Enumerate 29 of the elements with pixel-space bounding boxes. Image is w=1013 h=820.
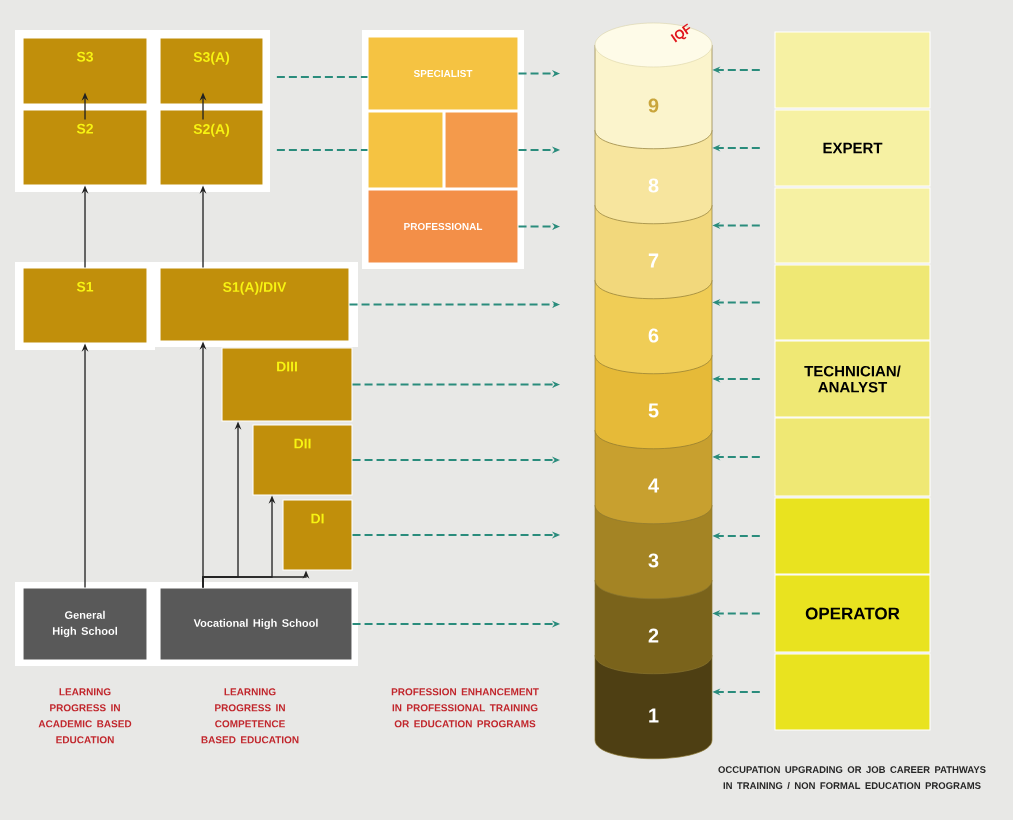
level-box: S1(A)/DIV <box>159 267 350 342</box>
caption: LEARNING PROGRESS IN COMPETENCE BASED EDUCATION <box>201 688 299 744</box>
empty-box <box>774 264 931 341</box>
empty-box <box>774 31 931 109</box>
level-box: S3(A) <box>159 37 264 105</box>
empty-box <box>774 497 931 575</box>
empty-box <box>774 417 931 497</box>
occupation-cell: OPERATOR <box>774 574 931 653</box>
empty-box <box>774 187 931 264</box>
school-box: Vocational High School <box>159 587 353 661</box>
level-box: DIII <box>221 347 353 422</box>
level-box: S2(A) <box>159 109 264 186</box>
occupation-cell: TECHNICIAN/ ANALYST <box>774 340 931 418</box>
caption: OCCUPATION UPGRADING OR JOB CAREER PATHWAYS IN TRAINING / NON FORMAL EDUCATION PROGRAMS <box>718 766 986 790</box>
level-box: S2 <box>22 109 148 186</box>
empty-box <box>367 111 444 189</box>
professional-box: PROFESSIONAL <box>367 189 519 264</box>
level-box: S1 <box>22 267 148 344</box>
caption: PROFESSION ENHANCEMENT IN PROFESSIONAL TRAINING OR EDUCATION PROGRAMS <box>391 688 539 728</box>
specialist-box: SPECIALIST <box>367 36 519 111</box>
occupation-cell: EXPERT <box>774 109 931 187</box>
cylinder-top: IQF <box>594 22 713 68</box>
caption: LEARNING PROGRESS IN ACADEMIC BASED EDUCATION <box>38 688 132 744</box>
empty-box <box>774 653 931 731</box>
level-box: DII <box>252 424 353 496</box>
school-box: General High School <box>22 587 148 661</box>
empty-box <box>444 111 519 189</box>
level-box: DI <box>282 499 353 571</box>
level-box: S3 <box>22 37 148 105</box>
